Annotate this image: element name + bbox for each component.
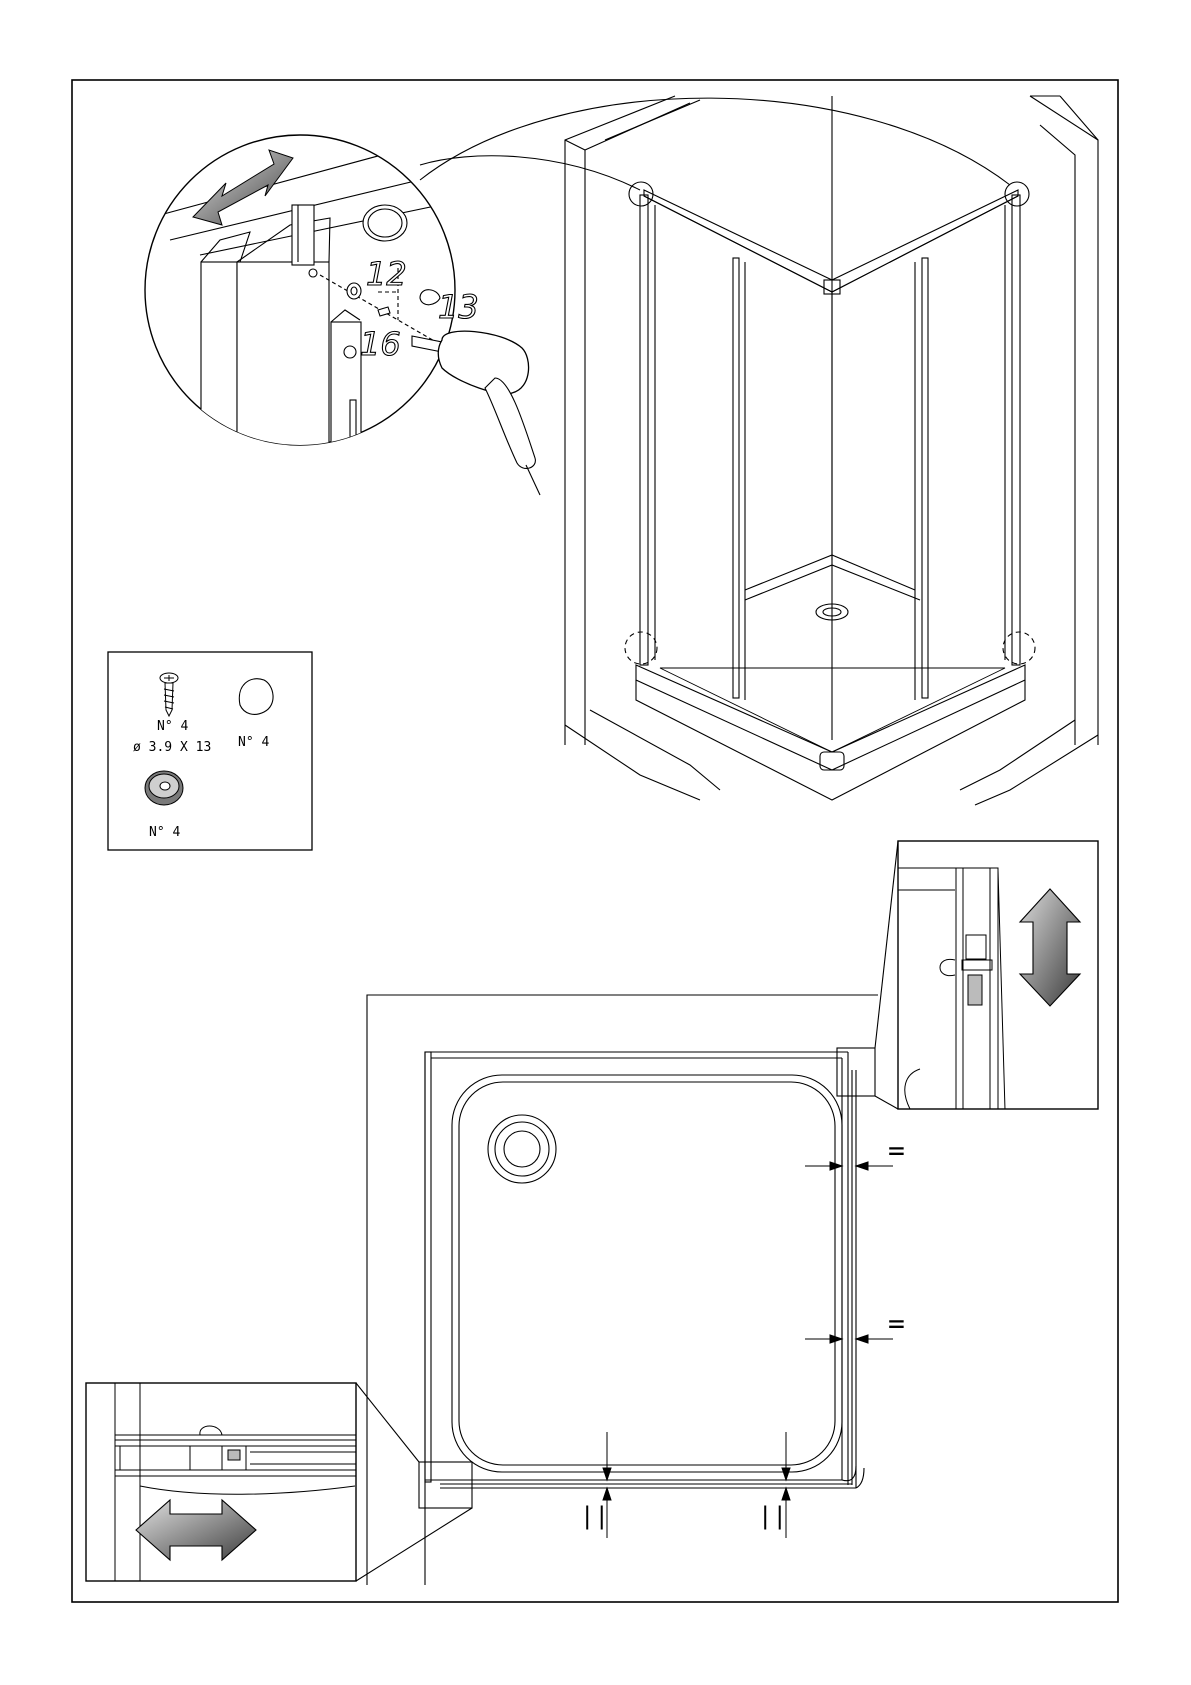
parallel-mark-left: || <box>580 1502 609 1530</box>
callout-12: 12 <box>366 255 407 293</box>
equal-mark-lower: = <box>888 1307 905 1340</box>
washer-quantity: N° 4 <box>149 825 180 840</box>
washer-icon <box>145 771 183 805</box>
vertical-adjust-detail <box>898 841 1098 1113</box>
screw-quantity: N° 4 <box>157 719 188 734</box>
spacing-markers <box>603 1162 893 1538</box>
callout-16: 16 <box>360 325 401 363</box>
cover-cap-icon <box>239 679 273 715</box>
cap-quantity: N° 4 <box>238 735 269 750</box>
drilling-detail: 12 13 16 <box>145 135 540 495</box>
horizontal-adjust-detail <box>86 1383 360 1581</box>
screw-size: ø 3.9 X 13 <box>133 740 211 755</box>
callout-13: 13 <box>438 288 479 326</box>
plan-view <box>356 841 898 1585</box>
parallel-mark-right: || <box>758 1502 787 1530</box>
equal-mark-upper: = <box>888 1134 905 1167</box>
parts-box: N° 4 ø 3.9 X 13 N° 4 N° 4 <box>108 652 312 850</box>
drain-icon <box>488 1115 556 1183</box>
